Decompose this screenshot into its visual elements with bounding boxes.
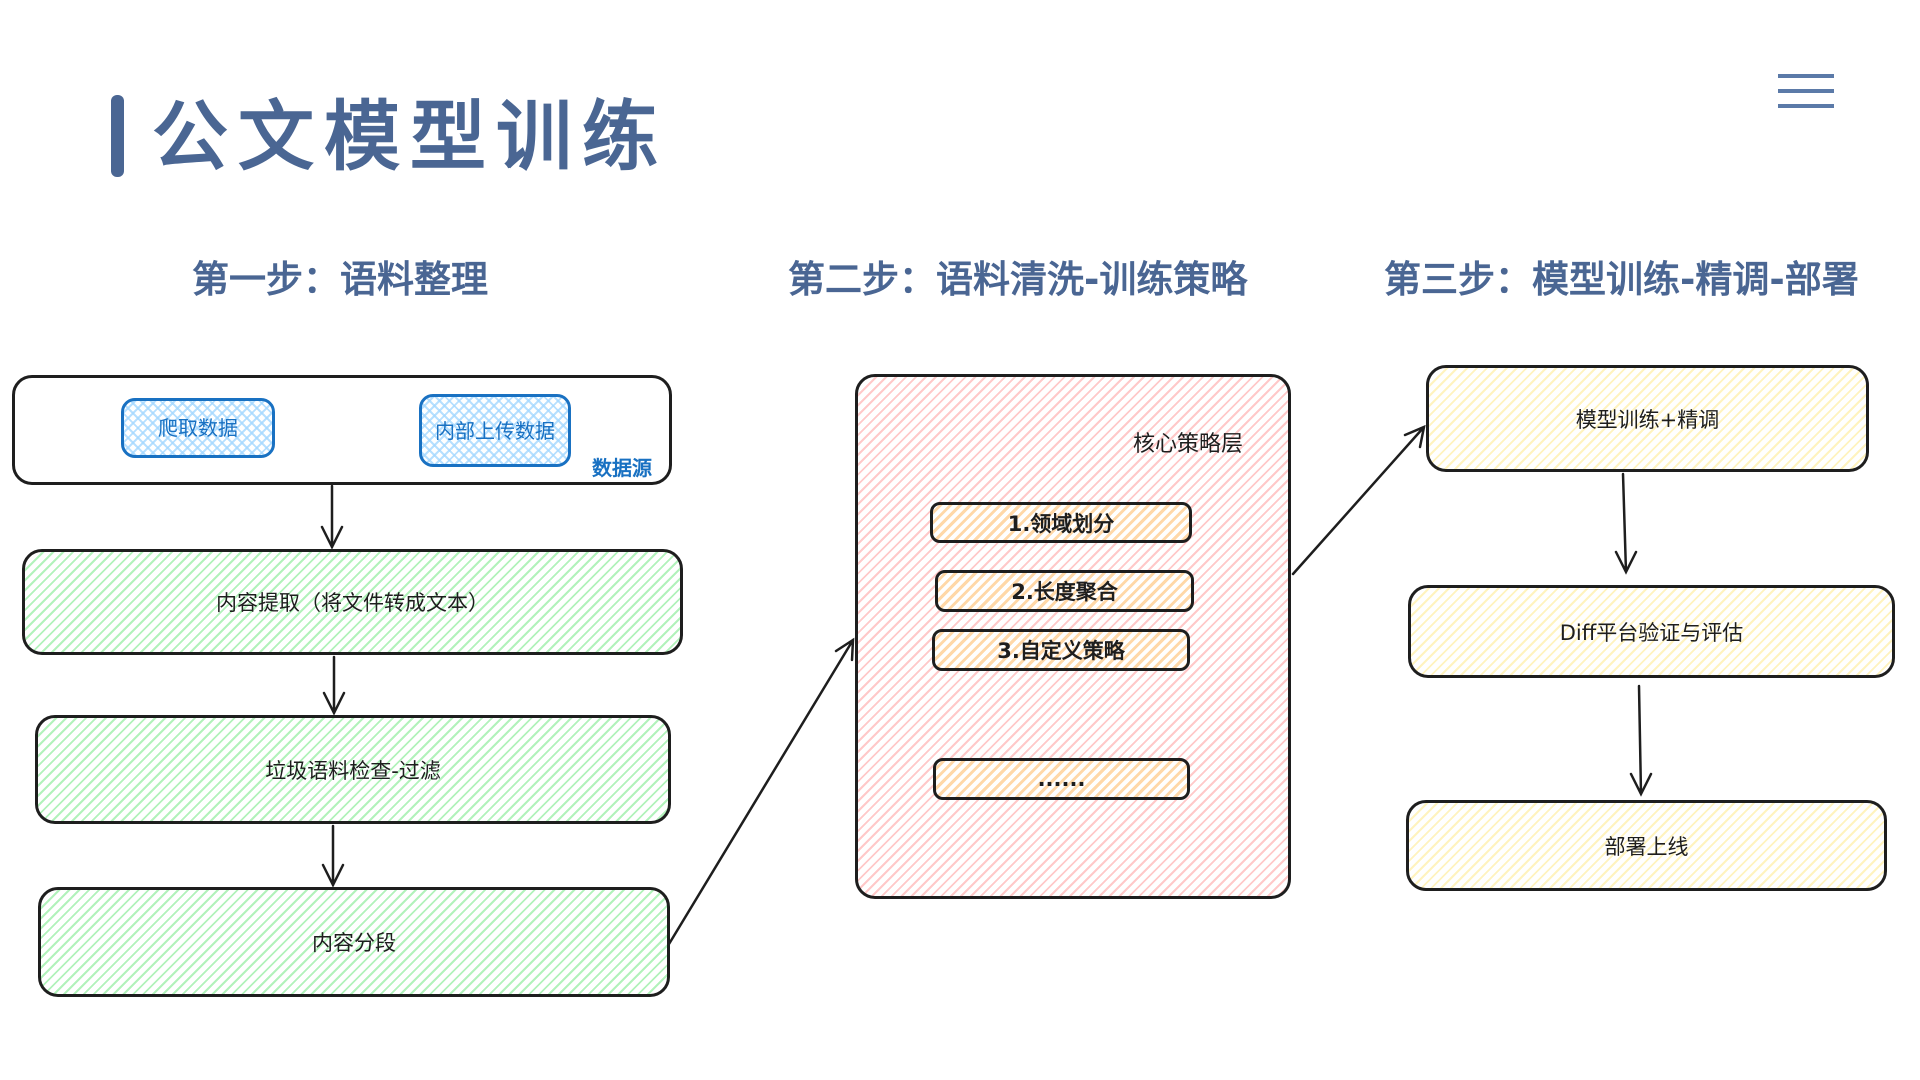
crawl-data-node: 爬取数据 bbox=[121, 398, 275, 458]
arrow bbox=[1614, 472, 1638, 575]
title-accent-bar bbox=[111, 95, 124, 177]
content-extract-node: 内容提取（将文件转成文本） bbox=[22, 549, 683, 655]
deploy-node: 部署上线 bbox=[1406, 800, 1887, 891]
model-train-node: 模型训练+精调 bbox=[1426, 365, 1869, 472]
strategy-item: 3.自定义策略 bbox=[932, 629, 1190, 671]
step2-heading: 第二步：语料清洗-训练策略 bbox=[788, 258, 1248, 301]
core-strategy-label: 核心策略层 bbox=[1133, 432, 1244, 457]
content-segment-node: 内容分段 bbox=[38, 887, 670, 997]
step3-heading: 第三步：模型训练-精调-部署 bbox=[1384, 258, 1859, 301]
arrow bbox=[1291, 424, 1426, 576]
strategy-item: ...... bbox=[933, 758, 1190, 800]
page-title: 公文模型训练 bbox=[152, 92, 668, 181]
arrow bbox=[321, 824, 345, 888]
strategy-item: 2.长度聚合 bbox=[935, 570, 1194, 612]
data-source-box bbox=[12, 375, 672, 485]
strategy-item: 1.领域划分 bbox=[930, 502, 1192, 543]
arrow bbox=[667, 637, 855, 946]
arrow bbox=[320, 484, 344, 550]
hamburger-menu-icon[interactable] bbox=[1778, 72, 1834, 110]
diff-verify-node: Diff平台验证与评估 bbox=[1408, 585, 1895, 678]
data-source-label: 数据源 bbox=[592, 456, 652, 480]
garbage-filter-node: 垃圾语料检查-过滤 bbox=[35, 715, 671, 824]
step1-heading: 第一步：语料整理 bbox=[192, 258, 488, 301]
arrow bbox=[1629, 684, 1653, 797]
internal-upload-node: 内部上传数据 bbox=[419, 394, 571, 467]
arrow bbox=[322, 655, 346, 716]
